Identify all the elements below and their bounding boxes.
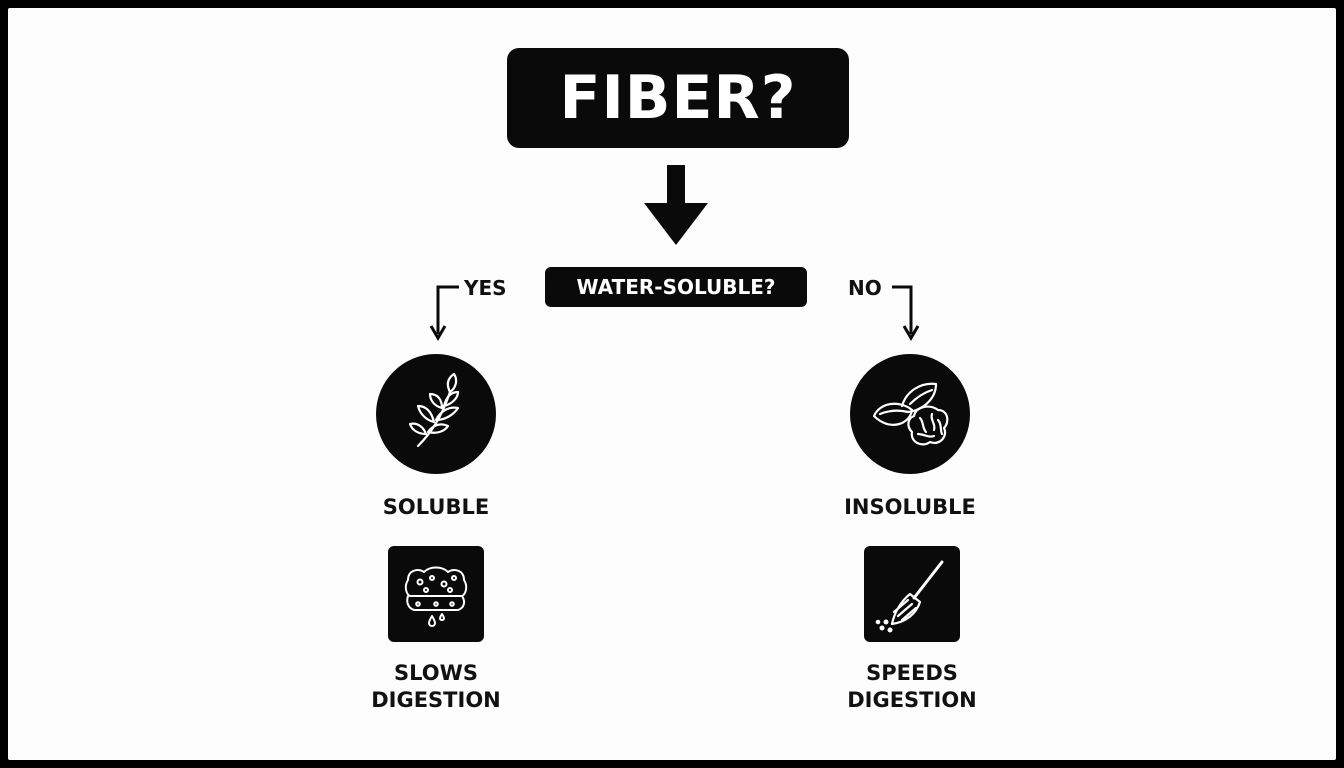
- sponge-icon: [388, 546, 484, 642]
- fiber-title-box: FIBER?: [507, 48, 849, 148]
- slows-label-line1: SLOWS: [394, 661, 478, 685]
- yes-label: YES: [464, 276, 507, 300]
- nuts-icon: [850, 354, 970, 474]
- water-soluble-question: WATER-SOLUBLE?: [576, 275, 776, 299]
- diagram-canvas: FIBER? WATER-SOLUBLE? YES NO: [8, 8, 1336, 760]
- main-down-arrow: [644, 165, 708, 245]
- speeds-label-line2: DIGESTION: [847, 688, 977, 712]
- slows-label-line2: DIGESTION: [371, 688, 501, 712]
- broom-icon: [864, 546, 960, 642]
- slows-digestion-label: SLOWS DIGESTION: [326, 660, 546, 714]
- speeds-digestion-label: SPEEDS DIGESTION: [802, 660, 1022, 714]
- speeds-label-line1: SPEEDS: [866, 661, 958, 685]
- connector-arrows: [429, 165, 920, 341]
- no-branch-arrow: [892, 285, 920, 341]
- soluble-label: SOLUBLE: [382, 495, 490, 519]
- yes-branch-arrow: [429, 285, 459, 341]
- fiber-title: FIBER?: [559, 63, 797, 133]
- water-soluble-question-box: WATER-SOLUBLE?: [545, 267, 807, 307]
- insoluble-label: INSOLUBLE: [844, 495, 976, 519]
- no-label: NO: [848, 276, 882, 300]
- plant-sprig-icon: [376, 354, 496, 474]
